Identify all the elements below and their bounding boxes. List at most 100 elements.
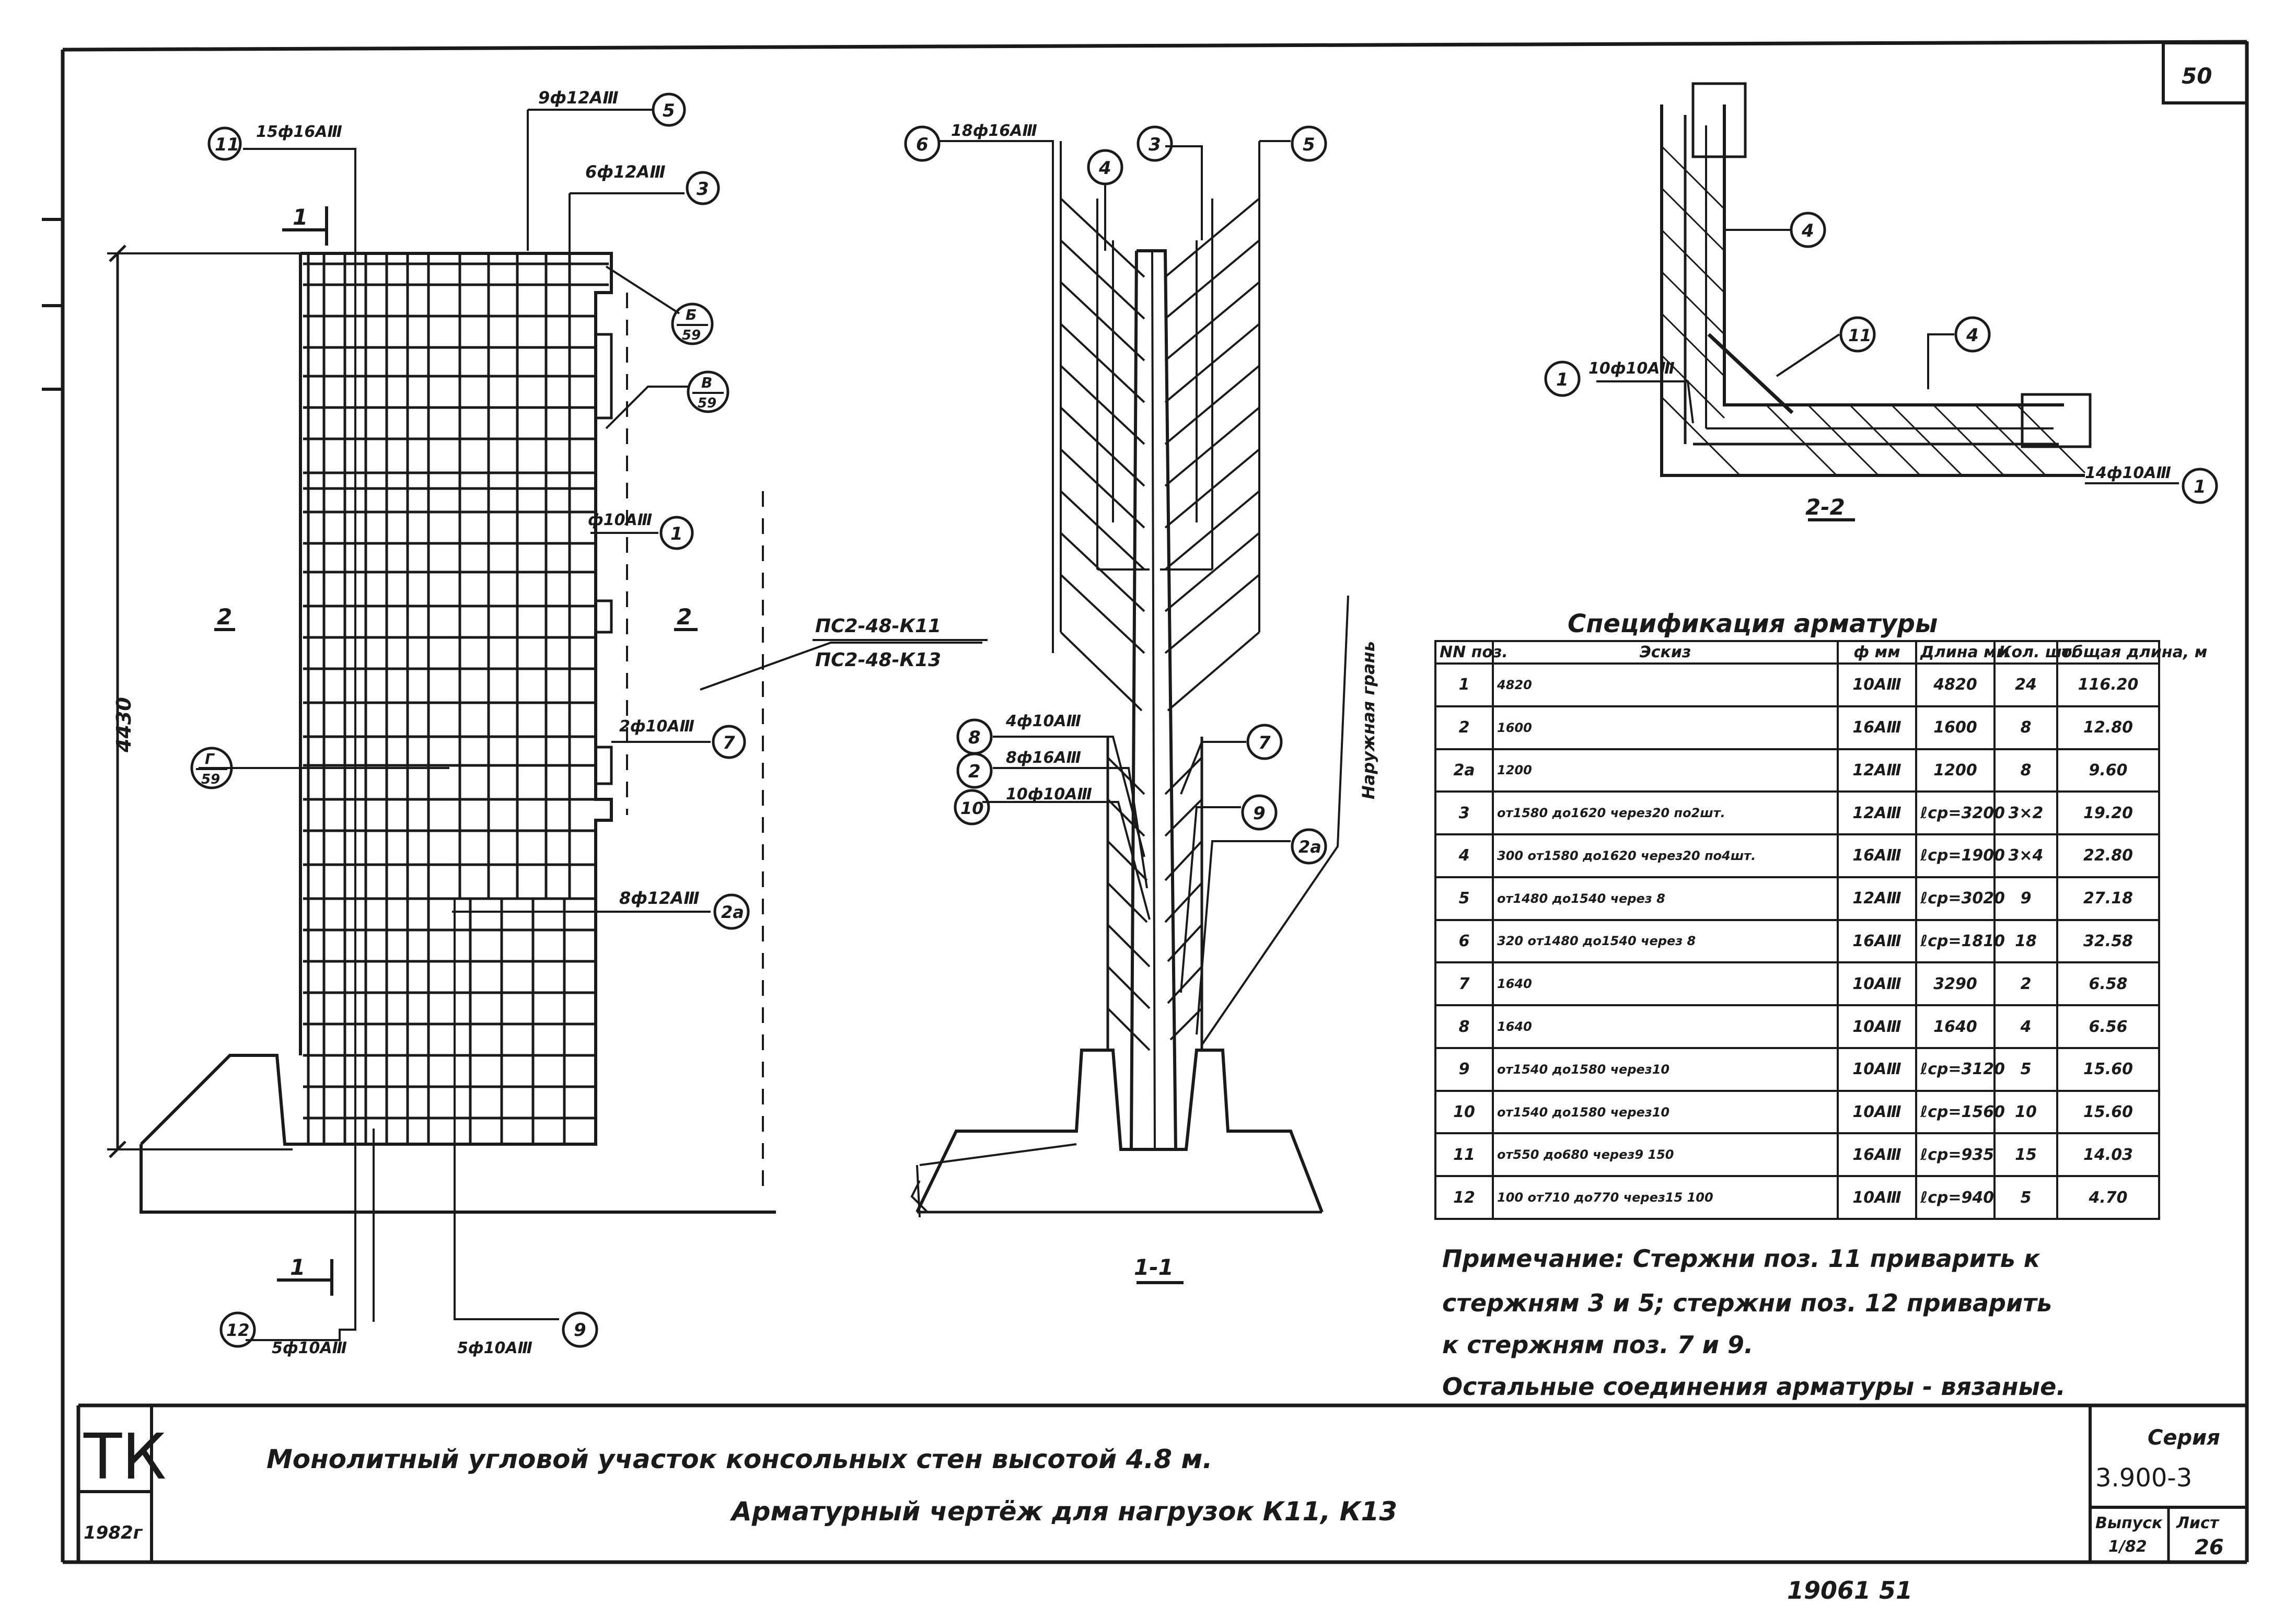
spec-cell-len: ℓср=3120 <box>1915 1046 2005 1092</box>
spec-cell-pos: 8 <box>1434 1004 1494 1049</box>
series-value: 3.900-3 <box>2095 1463 2192 1493</box>
zone-left-label: 2 <box>217 604 232 630</box>
spec-cell-len: 1200 <box>1915 748 1996 793</box>
section-callout-2a: 2а <box>1291 828 1327 865</box>
spec-cell-sketch: 1600 <box>1492 705 1839 750</box>
issue-label: Выпуск <box>2095 1514 2163 1532</box>
title-block <box>76 1403 2247 1562</box>
spec-cell-len: 3290 <box>1915 961 1996 1007</box>
svg-text:Б: Б <box>686 306 697 323</box>
spec-cell-pos: 5 <box>1434 876 1494 921</box>
stamp-title-line-2: Арматурный чертёж для нагрузок К11, К13 <box>729 1496 1397 1527</box>
elevation-callout-3: 3 6ф12АⅢ <box>585 162 720 205</box>
svg-text:1: 1 <box>2194 476 2206 497</box>
svg-text:4: 4 <box>1801 220 1814 241</box>
svg-text:2ф10АⅢ: 2ф10АⅢ <box>619 717 694 736</box>
node-ref-b59: Б 59 <box>671 303 714 345</box>
note-line-3: к стержням поз. 7 и 9. <box>1442 1331 1753 1359</box>
spec-cell-dia: 10АⅢ <box>1837 961 1917 1007</box>
svg-text:4: 4 <box>1966 325 1979 346</box>
spec-cell-sketch: 300 от1580 до1620 через20 по4шт. <box>1492 833 1839 878</box>
spec-cell-dia: 16АⅢ <box>1837 918 1917 964</box>
note-line-4: Остальные соединения арматуры - вязаные. <box>1442 1372 2066 1401</box>
elevation-view <box>107 109 982 1341</box>
section-callout-8: 8 4ф10АⅢ <box>956 712 1081 755</box>
section-callout-10: 10 10ф10АⅢ <box>954 785 1092 825</box>
spec-cell-qty: 18 <box>1993 918 2058 964</box>
tk-logo: ТК <box>83 1421 167 1494</box>
svg-text:11: 11 <box>1848 325 1872 345</box>
spec-cell-sketch: 4820 <box>1492 662 1839 707</box>
svg-text:10: 10 <box>960 798 984 818</box>
spec-cell-pos: 3 <box>1434 790 1494 836</box>
spec-cell-sketch: от550 до680 через9 150 <box>1492 1132 1839 1178</box>
spec-header-qty: Кол. шт. <box>1993 640 2077 665</box>
spec-header-length: Длина мм <box>1915 640 2009 665</box>
spec-cell-len: 4820 <box>1915 662 1996 707</box>
spec-cell-qty: 8 <box>1993 705 2058 750</box>
spec-cell-qty: 15 <box>1993 1132 2058 1178</box>
spec-cell-sketch: 1640 <box>1492 961 1839 1007</box>
spec-cell-dia: 16АⅢ <box>1837 1132 1917 1178</box>
spec-cell-sketch: от1480 до1540 через 8 <box>1492 876 1839 921</box>
spec-table: NN поз. Эскиз ф мм Длина мм Кол. шт. общ… <box>1434 640 2207 1220</box>
spec-cell-qty: 8 <box>1993 748 2058 793</box>
spec-cell-pos: 1 <box>1434 662 1494 707</box>
svg-text:4ф10АⅢ: 4ф10АⅢ <box>1005 712 1081 730</box>
outer-face-label: Наружная грань <box>1359 641 1378 799</box>
spec-cell-pos: 11 <box>1434 1132 1494 1178</box>
svg-text:8ф12АⅢ: 8ф12АⅢ <box>619 888 700 908</box>
spec-cell-total: 6.56 <box>2056 1004 2160 1049</box>
svg-text:59: 59 <box>698 395 716 411</box>
spec-cell-len: ℓср=940 <box>1915 1175 1996 1220</box>
svg-text:59: 59 <box>682 328 701 343</box>
section-1-1-title: 1-1 <box>1134 1254 1174 1280</box>
elevation-callout-2a: 2а 8ф12АⅢ <box>619 888 750 930</box>
section22-callout-4-right: 4 <box>1954 316 1991 353</box>
height-dimension: 4430 <box>112 697 135 753</box>
svg-text:5ф10АⅢ: 5ф10АⅢ <box>457 1339 532 1357</box>
spec-cell-dia: 12АⅢ <box>1837 748 1917 793</box>
stamp-title-line-1: Монолитный угловой участок консольных ст… <box>266 1444 1212 1474</box>
page-number: 50 <box>2182 63 2212 89</box>
spec-cell-total: 116.20 <box>2056 662 2160 707</box>
svg-text:9ф12АⅢ: 9ф12АⅢ <box>538 88 619 108</box>
spec-cell-dia: 16АⅢ <box>1837 705 1917 750</box>
spec-cell-len: ℓср=935 <box>1915 1132 1996 1178</box>
elevation-callout-9: 9 5ф10АⅢ <box>457 1311 598 1357</box>
svg-text:7: 7 <box>1258 732 1271 753</box>
svg-text:6ф12АⅢ: 6ф12АⅢ <box>585 162 666 182</box>
note-line-1: Примечание: Стержни поз. 11 приварить к <box>1442 1244 2041 1273</box>
sheet-frame <box>42 40 2249 1564</box>
spec-cell-len: 1640 <box>1915 1004 1996 1049</box>
section-2-2-view <box>1596 82 2179 521</box>
spec-cell-qty: 9 <box>1993 876 2058 921</box>
section-callout-3: 3 <box>1137 125 1173 162</box>
spec-cell-total: 15.60 <box>2056 1089 2160 1135</box>
section-callout-7: 7 <box>1246 724 1283 760</box>
svg-text:12: 12 <box>226 1320 250 1340</box>
section22-callout-11: 11 <box>1839 316 1876 353</box>
note-line-2: стержням 3 и 5; стержни поз. 12 приварит… <box>1442 1289 2052 1317</box>
elevation-callout-11: 11 15ф16АⅢ <box>207 123 342 161</box>
spec-cell-total: 14.03 <box>2056 1132 2160 1178</box>
svg-text:2: 2 <box>968 761 981 782</box>
spec-cell-pos: 9 <box>1434 1046 1494 1092</box>
spec-cell-total: 12.80 <box>2056 705 2160 750</box>
spec-cell-qty: 5 <box>1993 1046 2058 1092</box>
spec-cell-dia: 10АⅢ <box>1837 1046 1917 1092</box>
svg-text:2а: 2а <box>1298 837 1321 857</box>
section22-callout-1-right: 1 14ф10АⅢ <box>2085 464 2218 504</box>
spec-cell-dia: 12АⅢ <box>1837 790 1917 836</box>
svg-text:4: 4 <box>1098 158 1111 179</box>
svg-text:5: 5 <box>663 100 675 121</box>
spec-cell-qty: 24 <box>1993 662 2058 707</box>
elevation-callout-7: 7 2ф10АⅢ <box>619 717 746 759</box>
zone-right-label: 2 <box>677 604 692 630</box>
spec-header-total: общая длина, м <box>2056 640 2207 665</box>
